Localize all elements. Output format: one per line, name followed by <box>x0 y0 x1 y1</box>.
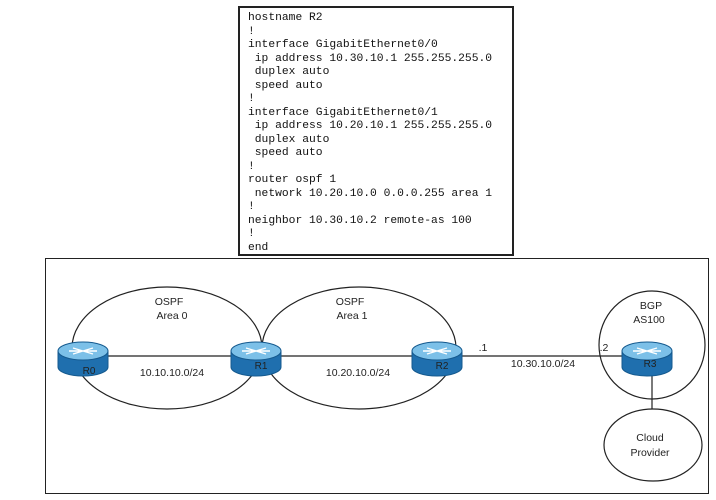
config-line: speed auto <box>248 79 323 92</box>
config-line: neighbor 10.30.10.2 remote-as 100 <box>248 214 472 227</box>
link-r3-side-ip: .2 <box>600 342 609 354</box>
config-line: ! <box>248 160 255 173</box>
config-line: ! <box>248 25 255 38</box>
router-config-box: hostname R2 ! interface GigabitEthernet0… <box>238 6 514 256</box>
ospf-area1-subtitle: Area 1 <box>337 310 368 322</box>
link-r2-r3-subnet: 10.30.10.0/24 <box>511 358 575 370</box>
network-topology-diagram: R0 R1 R2 R3 OSPF Area 0 10.10.10.0/24 OS… <box>45 258 709 494</box>
config-line: speed auto <box>248 147 323 159</box>
config-line: ! <box>248 201 255 213</box>
config-line: ! <box>248 93 255 105</box>
config-line: interface GigabitEthernet0/0 <box>248 39 438 51</box>
config-line: end <box>248 241 269 254</box>
config-line: hostname R2 <box>248 12 323 24</box>
ospf-area0-title: OSPF <box>155 296 184 308</box>
config-line: ! <box>248 228 255 240</box>
ospf-area1-title: OSPF <box>336 296 365 308</box>
ospf-area1-subnet: 10.20.10.0/24 <box>326 367 390 379</box>
link-r2-side-ip: .1 <box>479 342 488 354</box>
bgp-as-label: AS100 <box>633 314 665 326</box>
config-line: duplex auto <box>248 66 330 78</box>
router-r3-label: R3 <box>644 359 657 370</box>
config-line: ip address 10.20.10.1 255.255.255.0 <box>248 120 493 132</box>
bgp-title: BGP <box>640 300 662 312</box>
config-line: network 10.20.10.0 0.0.0.255 area 1 <box>248 187 493 200</box>
ospf-area0-subtitle: Area 0 <box>157 310 188 322</box>
config-line: interface GigabitEthernet0/1 <box>248 106 438 119</box>
router-r2-label: R2 <box>436 361 449 372</box>
cloud-title: Cloud <box>636 432 664 444</box>
cloud-subtitle: Provider <box>630 447 670 459</box>
router-r1-label: R1 <box>255 361 268 372</box>
ospf-area0-subnet: 10.10.10.0/24 <box>140 367 204 379</box>
config-lines: hostname R2 ! interface GigabitEthernet0… <box>248 12 512 255</box>
config-line: duplex auto <box>248 133 330 146</box>
cloud-provider-region <box>603 408 703 482</box>
config-line: router ospf 1 <box>248 174 337 186</box>
router-r0-label: R0 <box>83 366 96 377</box>
config-line: ip address 10.30.10.1 255.255.255.0 <box>248 52 493 65</box>
topology-svg: R0 R1 R2 R3 OSPF Area 0 10.10.10.0/24 OS… <box>57 286 706 482</box>
